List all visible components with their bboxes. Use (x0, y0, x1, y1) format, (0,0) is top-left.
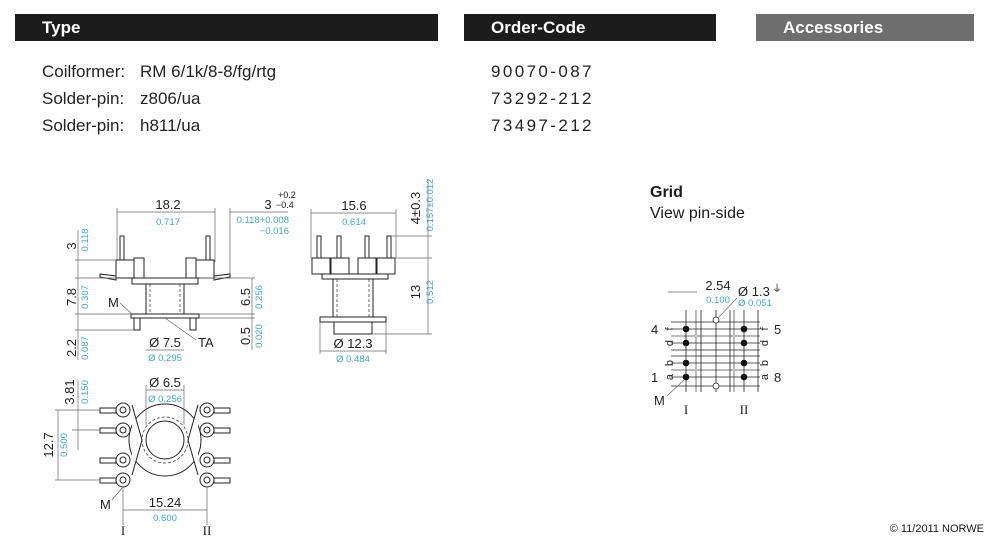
type-value: z806/ua (140, 89, 201, 108)
bottom-span-mm: 12.7 (41, 432, 56, 457)
front-bottom-h-in: 0.087 (80, 336, 91, 360)
bottom-pitch-in: 0.150 (80, 380, 91, 404)
grid-reference-hole-bottom (712, 382, 720, 390)
bottom-pitch-mm: 3.81 (62, 379, 77, 404)
bottom-hole-in: Ø 0.256 (148, 394, 182, 405)
type-label: Solder-pin: (42, 116, 125, 135)
grid-reference-hole-top (712, 316, 720, 324)
grid-left-letter-f: f (664, 327, 676, 331)
front-top-h-in: 0.118 (80, 228, 91, 251)
bottom-hole-mm: Ø 6.5 (149, 375, 181, 390)
grid-hole-in: Ø 0.051 (738, 298, 772, 309)
bottom-row1: I (121, 523, 125, 538)
grid-left-letter-b: b (664, 360, 676, 366)
type-row-coilformer: Coilformer: RM 6/1k/8-8/fg/rtg (42, 62, 276, 82)
grid-hole-mm: Ø 1.3 (738, 284, 770, 299)
grid-row1: I (684, 402, 688, 417)
grid-left-letter-d: d (664, 340, 676, 346)
front-view: 18.2 0.717 3 +0.2 −0.4 0.118+0.008 −0.01… (64, 190, 296, 364)
front-core-dia-mm: Ø 7.5 (149, 335, 181, 350)
side-height-mm: 13 (408, 285, 423, 299)
front-inner-h-in: 0.256 (254, 285, 265, 309)
front-pin-len-mm: 3 (264, 197, 271, 212)
grid-left-letter-a: a (664, 373, 676, 380)
bottom-span-in: 0.500 (59, 433, 70, 457)
side-width-in: 0.614 (342, 217, 366, 228)
bottom-view: Ø 6.5 Ø 0.256 3.81 0.150 12.7 0.500 15.2… (41, 375, 231, 538)
grid-label-m: M (654, 393, 665, 408)
front-core-dia-in: Ø 0.295 (148, 353, 182, 364)
grid-row2: II (740, 402, 749, 417)
front-inner-h-mm: 6.5 (238, 288, 253, 306)
grid-pin-1 (682, 373, 690, 381)
pin-grid: 2.54 0.100 Ø 1.3 Ø 0.051 ⏚ 4 1 5 8 f d b… (651, 278, 782, 417)
type-label: Coilformer: (42, 62, 126, 81)
front-bottom-h-mm: 2.2 (64, 339, 79, 357)
side-base-dia-in: Ø 0.484 (336, 354, 370, 365)
bottom-row2: II (203, 523, 212, 538)
front-label-ta: TA (198, 335, 214, 350)
type-value: h811/ua (140, 116, 201, 135)
bottom-row-in: 0.600 (153, 513, 177, 524)
grid-left-pin-4: 4 (651, 322, 658, 337)
grid-right-pin-8: 8 (774, 370, 781, 385)
front-width-mm: 18.2 (155, 197, 180, 212)
side-base-dia-mm: Ø 12.3 (333, 336, 372, 351)
grid-right-letter-d: d (759, 340, 771, 346)
grid-pin-3 (682, 339, 690, 347)
front-width-in: 0.717 (156, 217, 180, 228)
bottom-label-m: M (100, 497, 111, 512)
side-pin-in: 0.157±0.012 (425, 179, 436, 232)
grid-pin-7 (740, 359, 748, 367)
copyright: © 11/2011 NORWE (889, 523, 984, 535)
grid-left-pin-1: 1 (651, 370, 658, 385)
front-flange-in: 0.020 (254, 324, 265, 348)
grid-pitch-mm: 2.54 (705, 278, 730, 293)
bottom-row-mm: 15.24 (149, 495, 182, 510)
order-code-solder-pin-2: 73497-212 (491, 116, 594, 135)
front-pin-len-in: 0.118+0.008 (237, 215, 289, 226)
accessories-header: Accessories (756, 14, 974, 41)
front-pin-tol-plus: +0.2 (278, 190, 296, 200)
grid-right-pin-5: 5 (774, 322, 781, 337)
type-row-solder-pin-2: Solder-pin: h811/ua (42, 116, 200, 136)
grid-pin-5 (740, 325, 748, 333)
front-label-m: M (108, 295, 119, 310)
front-pin-tol-minus: −0.4 (276, 200, 294, 210)
bottom-pins-right (199, 402, 231, 488)
grid-subtitle: View pin-side (650, 205, 745, 222)
type-value: RM 6/1k/8-8/fg/rtg (140, 62, 277, 81)
grid-pin-4 (682, 325, 690, 333)
type-label: Solder-pin: (42, 89, 125, 108)
side-pin-mm: 4±0.3 (408, 192, 423, 224)
order-code-header: Order-Code (464, 14, 716, 41)
order-code-solder-pin-1: 73292-212 (491, 89, 594, 108)
order-code-coilformer: 90070-087 (491, 62, 594, 81)
front-top-h-mm: 3 (64, 242, 79, 249)
type-header: Type (15, 14, 438, 41)
grid-right-letter-a: a (759, 373, 771, 380)
grid-pitch-in: 0.100 (706, 295, 730, 306)
grid-title: Grid (650, 184, 683, 201)
side-width-mm: 15.6 (341, 198, 366, 213)
type-row-solder-pin-1: Solder-pin: z806/ua (42, 89, 201, 109)
front-pin-len-in-minus: −0.016 (260, 226, 289, 237)
front-flange-mm: 0.5 (238, 327, 253, 345)
grid-pin-8 (740, 373, 748, 381)
bottom-pins-left (99, 402, 131, 488)
front-body-h-mm: 7.8 (64, 288, 79, 306)
grid-right-letter-b: b (759, 360, 771, 366)
front-body-h-in: 0.307 (80, 285, 91, 309)
side-height-in: 0.512 (425, 280, 436, 304)
grid-pin-6 (740, 339, 748, 347)
side-view: 15.6 0.614 4±0.3 0.157±0.012 13 0.512 Ø … (310, 179, 436, 365)
ground-icon: ⏚ (772, 283, 782, 295)
grid-pin-2 (682, 359, 690, 367)
grid-right-letter-f: f (759, 327, 771, 331)
